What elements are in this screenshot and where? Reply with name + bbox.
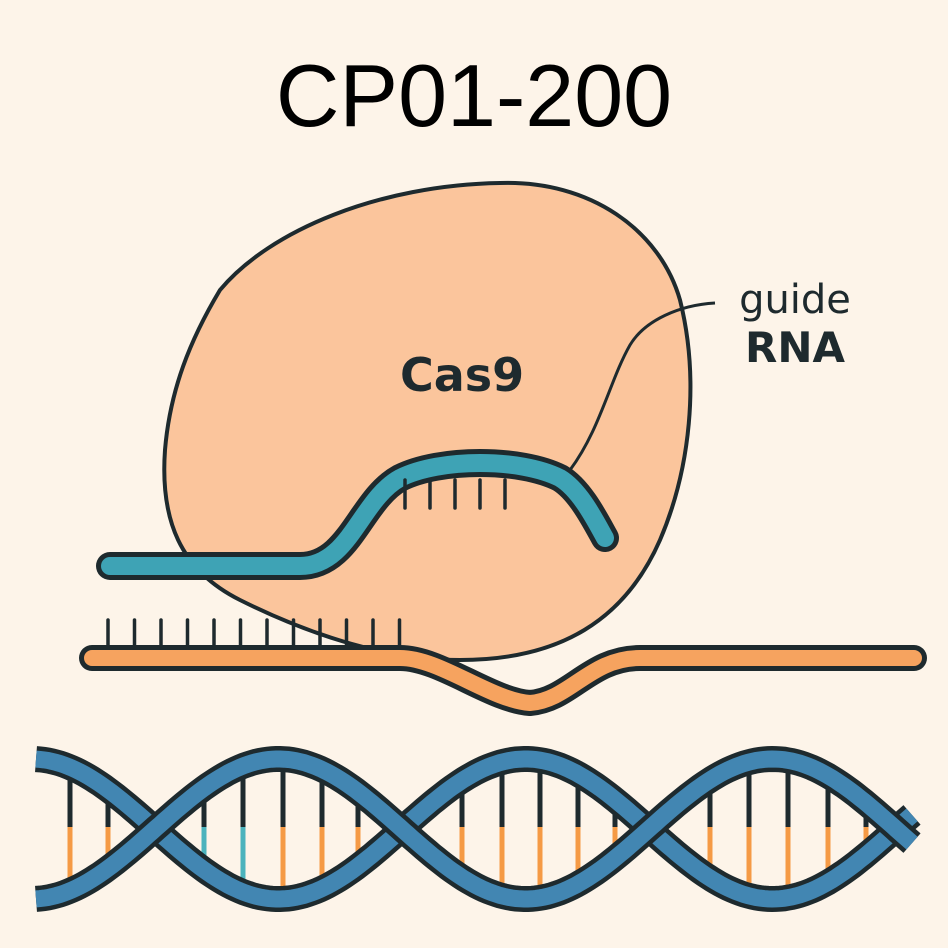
cas9-label: Cas9 <box>400 348 525 402</box>
guide-rna-label-line1: guide <box>739 277 851 323</box>
guide-rna-leader-line <box>568 301 716 471</box>
diagram-title: CP01-200 <box>275 46 673 145</box>
target-strand-ticks <box>106 618 402 648</box>
guide-rna-label-line2: RNA <box>745 323 845 372</box>
guide-rna-ticks <box>403 478 507 510</box>
target-dna-strand <box>79 645 927 717</box>
dna-strand-b <box>35 750 918 908</box>
dna-strand-a <box>35 750 918 908</box>
guide-rna-strand <box>96 449 619 580</box>
dna-double-helix <box>35 745 921 913</box>
guide-rna-label: guide RNA <box>700 276 890 372</box>
cas9-protein <box>162 180 693 663</box>
